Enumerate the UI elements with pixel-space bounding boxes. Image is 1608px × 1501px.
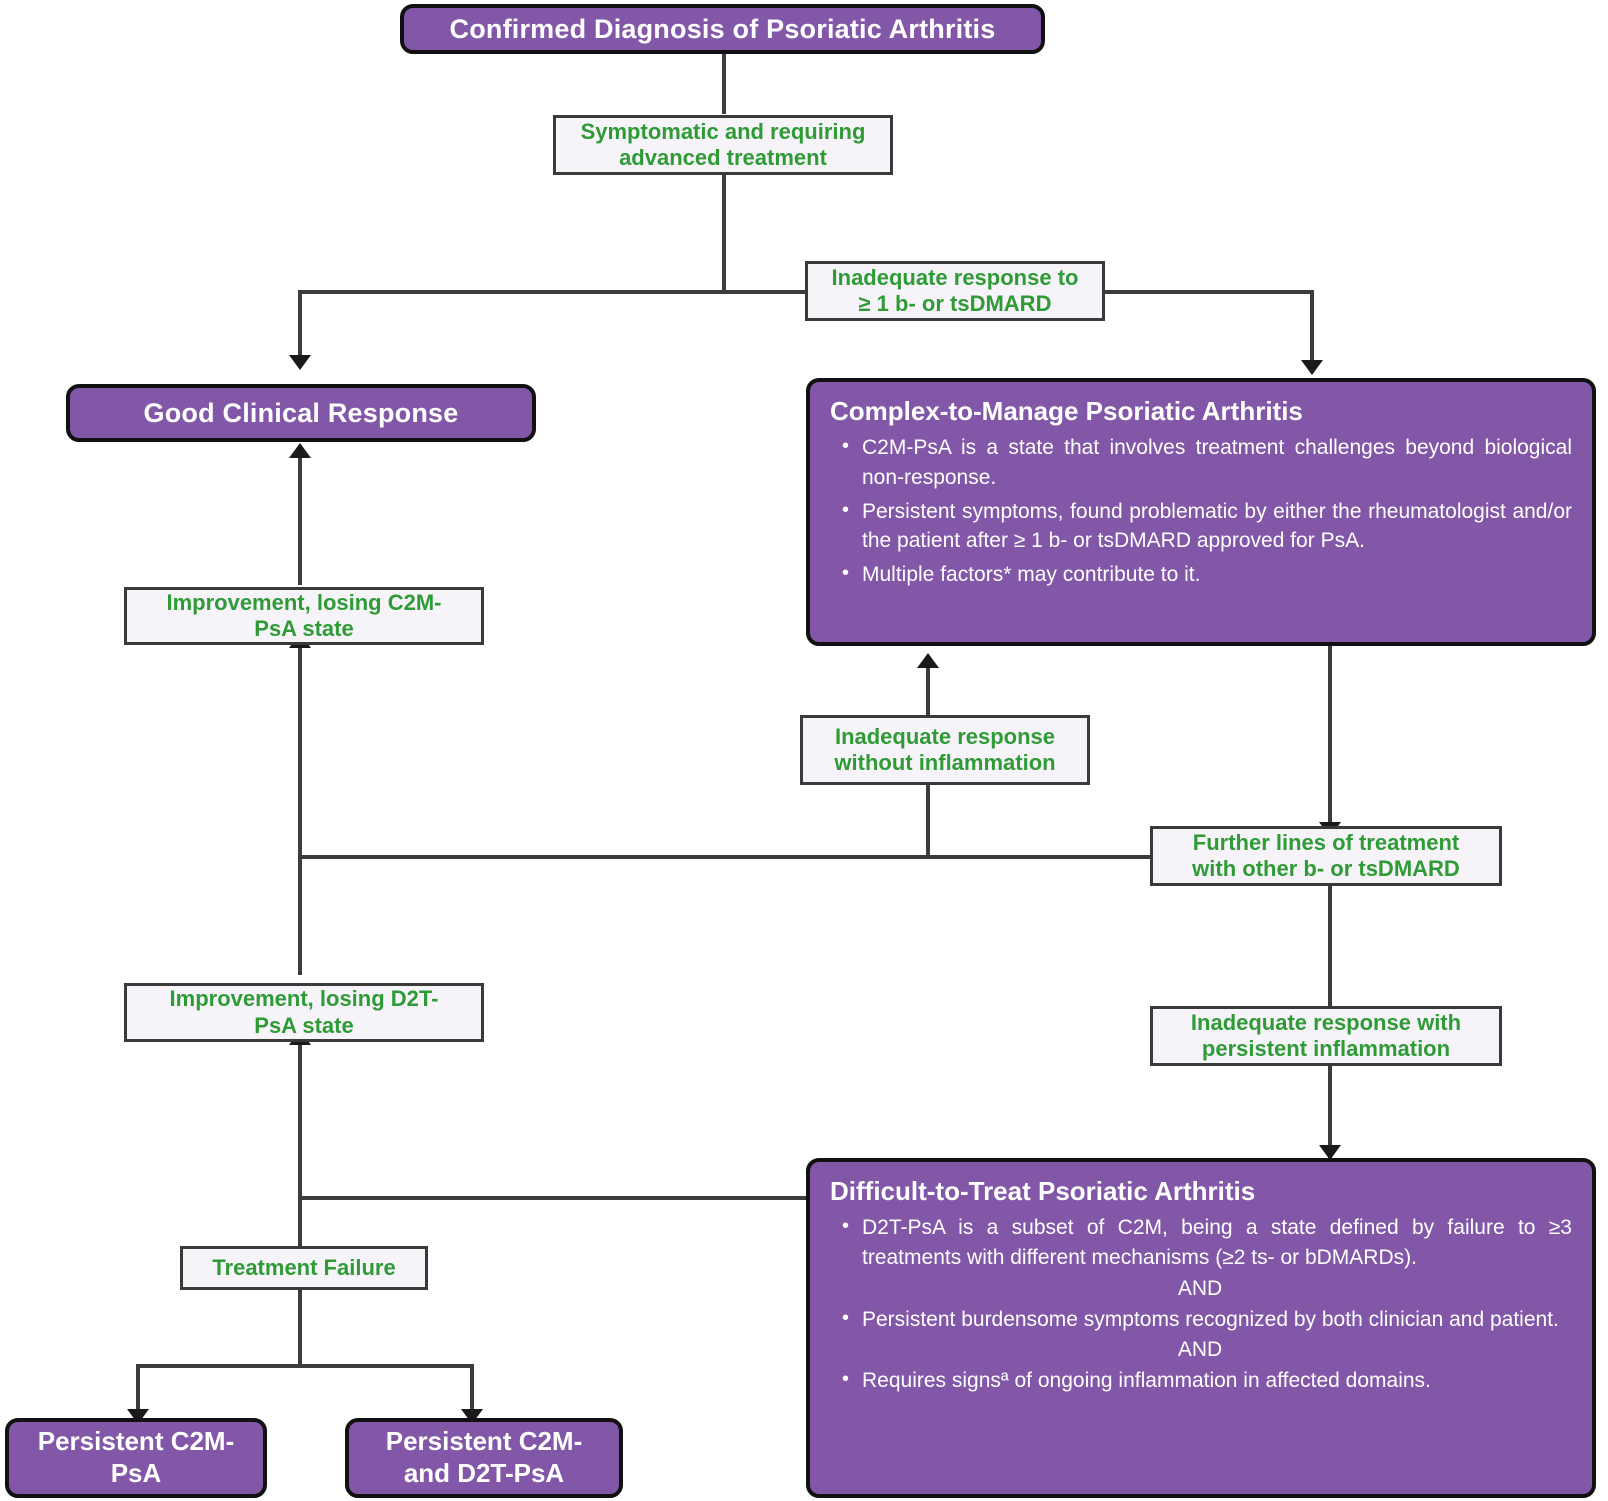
label-inadequate-1b-line1: Inadequate response to	[831, 264, 1079, 290]
label-symptomatic-line1: Symptomatic and requiring	[580, 118, 866, 144]
label-treatment-failure: Treatment Failure	[180, 1246, 428, 1290]
node-persistent-c2m-d2t-line2: and D2T-PsA	[403, 1458, 565, 1488]
label-treatment-failure-text: Treatment Failure	[212, 1254, 396, 1280]
arrowhead-to-c2m	[1301, 360, 1323, 375]
label-further-lines-of-treatment: Further lines of treatment with other b-…	[1150, 826, 1502, 886]
label-persistent-inflammation-line2: persistent inflammation	[1201, 1036, 1451, 1061]
connector-further-lines-to-left	[298, 855, 1150, 859]
node-c2m-bullet: Multiple factors* may contribute to it.	[842, 559, 1572, 590]
node-d2t-and-2: AND	[1177, 1338, 1223, 1362]
arrowhead-to-good-response-bottom	[289, 443, 311, 458]
arrowhead-no-inflammation-to-c2m	[917, 653, 939, 668]
label-no-inflammation-line1: Inadequate response	[834, 723, 1056, 749]
label-improvement-d2t-line2: PsA state	[254, 1012, 354, 1038]
node-d2t-bullet: D2T-PsA is a subset of C2M, being a stat…	[842, 1212, 1572, 1273]
connector-to-persistent-c2m-d2t	[470, 1364, 474, 1416]
connector-to-persistent-c2m	[136, 1364, 140, 1416]
node-persistent-c2m-psa[interactable]: Persistent C2M- PsA	[5, 1418, 267, 1498]
node-persistent-c2m-and-d2t-psa[interactable]: Persistent C2M- and D2T-PsA	[345, 1418, 623, 1498]
label-persistent-inflammation-line1: Inadequate response with	[1190, 1009, 1462, 1035]
label-inadequate-1b-line2: ≥ 1 b- or tsDMARD	[858, 291, 1052, 316]
label-inadequate-response-without-inflammation: Inadequate response without inflammation	[800, 715, 1090, 785]
connector-split-to-good-response	[298, 290, 302, 362]
node-d2t-bullet: Persistent burdensome symptoms recognize…	[842, 1304, 1572, 1335]
node-c2m-bullet: C2M-PsA is a state that involves treatme…	[842, 432, 1572, 493]
node-d2t-bullet-list-3: Requires signsª of ongoing inflammation …	[828, 1365, 1572, 1396]
node-good-clinical-response[interactable]: Good Clinical Response	[66, 384, 536, 442]
connector-treatment-failure-down	[298, 1290, 302, 1366]
node-d2t-title: Difficult-to-Treat Psoriatic Arthritis	[830, 1176, 1256, 1206]
connector-no-inflammation-to-c2m	[926, 665, 930, 715]
connector-further-lines-to-persistent-inflammation	[1328, 882, 1332, 1010]
arrowhead-to-good-response	[289, 355, 311, 370]
label-improvement-losing-c2m: Improvement, losing C2M- PsA state	[124, 587, 484, 645]
node-d2t-bullet: Requires signsª of ongoing inflammation …	[842, 1365, 1572, 1396]
node-d2t-bullet-list-2: Persistent burdensome symptoms recognize…	[828, 1304, 1572, 1335]
connector-left-spine-lower	[298, 1042, 302, 1297]
label-symptomatic-advanced-treatment: Symptomatic and requiring advanced treat…	[553, 115, 893, 175]
label-further-lines-line2: with other b- or tsDMARD	[1192, 856, 1460, 881]
node-confirmed-diagnosis[interactable]: Confirmed Diagnosis of Psoriatic Arthrit…	[400, 4, 1045, 54]
node-confirmed-diagnosis-label: Confirmed Diagnosis of Psoriatic Arthrit…	[449, 13, 996, 44]
connector-outcomes-split-bar	[136, 1364, 474, 1368]
node-complex-to-manage-psa[interactable]: Complex-to-Manage Psoriatic Arthritis C2…	[806, 378, 1596, 646]
node-difficult-to-treat-psa[interactable]: Difficult-to-Treat Psoriatic Arthritis D…	[806, 1158, 1596, 1498]
node-d2t-bullet-list: D2T-PsA is a subset of C2M, being a stat…	[828, 1212, 1572, 1273]
node-d2t-and-1: AND	[1177, 1276, 1223, 1300]
label-no-inflammation-line2: without inflammation	[834, 750, 1056, 775]
label-inadequate-response-1-bdmard: Inadequate response to ≥ 1 b- or tsDMARD	[805, 261, 1105, 321]
label-improvement-c2m-line2: PsA state	[254, 616, 354, 641]
node-persistent-c2m-line1: Persistent C2M-	[37, 1426, 235, 1457]
node-good-clinical-response-label: Good Clinical Response	[143, 397, 459, 428]
connector-no-inflammation-down	[926, 785, 930, 857]
connector-split-to-c2m	[1310, 290, 1314, 368]
node-persistent-c2m-line2: PsA	[110, 1458, 162, 1488]
connector-c2m-to-further-lines	[1328, 645, 1332, 830]
label-inadequate-response-with-inflammation: Inadequate response with persistent infl…	[1150, 1006, 1502, 1066]
node-c2m-bullet-list: C2M-PsA is a state that involves treatme…	[828, 432, 1572, 590]
label-improvement-d2t-line1: Improvement, losing D2T-	[169, 986, 439, 1012]
node-c2m-title: Complex-to-Manage Psoriatic Arthritis	[830, 396, 1303, 426]
connector-persistent-inflammation-to-d2t	[1328, 1062, 1332, 1160]
node-persistent-c2m-d2t-line1: Persistent C2M-	[385, 1426, 583, 1457]
connector-left-spine-upper	[298, 455, 302, 585]
connector-left-spine-mid	[298, 645, 302, 975]
connector-d2t-to-left-spine	[298, 1196, 808, 1200]
connector-symptomatic-to-split	[722, 175, 726, 290]
node-c2m-bullet: Persistent symptoms, found problematic b…	[842, 496, 1572, 557]
connector-spine-to-treatment-failure	[298, 1196, 302, 1246]
arrowhead-to-d2t	[1319, 1145, 1341, 1160]
label-further-lines-line1: Further lines of treatment	[1192, 829, 1460, 855]
label-symptomatic-line2: advanced treatment	[619, 145, 827, 170]
connector-diagnosis-to-symptomatic	[722, 52, 726, 114]
label-improvement-losing-d2t: Improvement, losing D2T- PsA state	[124, 983, 484, 1042]
label-improvement-c2m-line1: Improvement, losing C2M-	[166, 589, 442, 615]
